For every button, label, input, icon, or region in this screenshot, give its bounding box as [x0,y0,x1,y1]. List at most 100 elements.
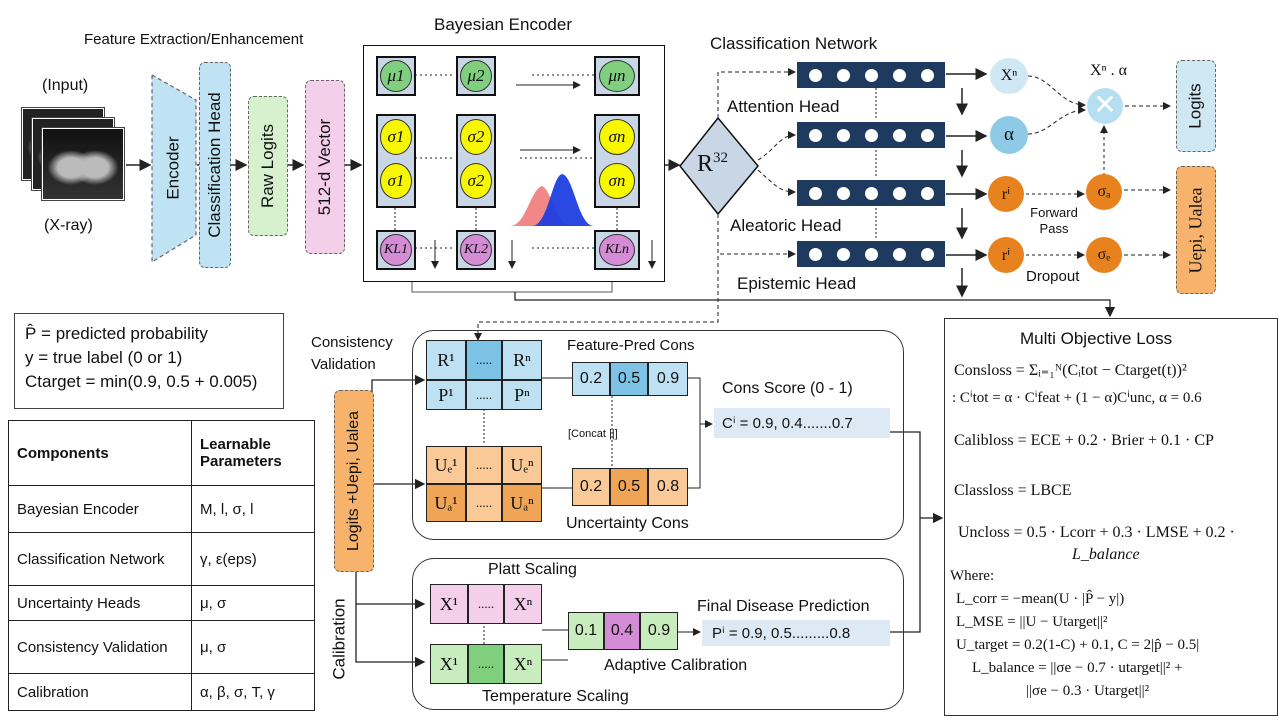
uncertainty-cons-label: Uncertainty Cons [566,515,689,532]
sigma-node: σ1 [380,163,412,199]
table-row: Bayesian Encoder M, l, σ, l [8,485,315,533]
multiply-node: ✕ [1087,88,1123,124]
loss-frame [944,318,1278,716]
grid-cell: Uₐ¹ [426,484,466,522]
legend-box: P̂ = predicted probability y = true labe… [14,313,284,409]
alpha-node: α [990,116,1028,154]
feature-pred-label: Feature-Pred Cons [567,337,695,354]
kl-node: KL1 [380,234,412,266]
aleatoric-head-label: Aleatoric Head [730,216,842,235]
loss-cons-sub: : Cⁱtot = α · Cⁱfeat + (1 − α)Cⁱunc, α =… [952,390,1202,406]
grid-cell: ..... [466,380,502,410]
table-row: Classification Network γ, ε(eps) [8,532,315,586]
sigma-a-node: σₐ [1086,174,1122,210]
sigma-node: σ2 [460,163,492,199]
table-row: Calibration α, β, σ, T, γ [8,673,315,711]
loss-where: Where: [950,568,995,584]
grid-cell: ..... [466,340,502,380]
uc-value-cell: 0.8 [648,468,688,506]
table-cell: α, β, σ, T, γ [191,673,315,711]
temp-cell: X¹ [430,644,468,684]
table-cell: μ, σ [191,620,315,674]
loss-where-line: ||σe − 0.3 · Utarget||² [1026,683,1150,699]
sigma-node: σn [599,119,635,155]
r32-sup: 32 [713,150,729,166]
uc-value-cell: 0.2 [572,468,610,506]
classification-head-block: Classification Head [199,62,231,268]
multiply-icon: ✕ [1093,90,1117,121]
logits-uncert-side-label: Logits +Uepi, Ualea [345,410,362,552]
encoder-label: Encoder [164,135,184,200]
temp-label: Temperature Scaling [482,688,629,705]
grid-cell: P¹ [426,380,466,410]
calibration-side-label: Calibration [330,598,350,680]
table-cell: Uncertainty Heads [8,585,192,621]
sigma-node: σ2 [460,119,492,155]
platt-label: Platt Scaling [488,561,577,578]
raw-logits-label: Raw Logits [258,123,278,209]
r32-base: R [697,151,714,177]
grid-cell: Uₑⁿ [502,446,542,484]
temp-cell: ..... [468,644,504,684]
epistemic-bar [797,241,945,267]
loss-unc-eq-cont: L_balance [1072,546,1140,563]
table-cell: Consistency Validation [8,620,192,674]
grid-cell: Rⁿ [502,340,542,380]
uncertainty-output: Uepi, Ualea [1176,166,1216,294]
cons-score-box: Cⁱ = 0.9, 0.4.......0.7 [714,408,890,438]
mu-node: μ2 [460,60,492,92]
mu-node: μn [599,60,635,92]
loss-where-line: L_balance = ||σe − 0.7 · utarget||² + [972,660,1183,676]
input-top-label: (Input) [42,77,89,94]
sigma-node: σn [599,163,635,199]
vector-block: 512-d Vector [305,80,345,254]
loss-class-eq: Classloss = LBCE [954,482,1072,499]
kl-node: KL2 [460,234,492,266]
vector-label: 512-d Vector [315,118,334,216]
table-cell: Calibration [8,673,192,711]
table-cell: μ, σ [191,585,315,621]
logits-output: Logits [1176,60,1216,152]
xn-node: Xⁿ [990,58,1028,94]
gaussian-blue [532,174,594,226]
table-cell: Classification Network [8,532,192,586]
attention-head-label: Attention Head [727,97,840,116]
bayesian-encoder-frame [363,45,665,282]
grid-cell: ..... [466,446,502,484]
xray-image-stack [21,107,132,210]
final-prediction-values: Pⁱ = 0.9, 0.5.........0.8 [712,625,851,642]
logits-output-label: Logits [1186,83,1205,129]
legend-line: P̂ = predicted probability [25,324,208,343]
temp-cell: Xⁿ [504,644,542,684]
table-cell: γ, ε(eps) [191,532,315,586]
r-aleatoric-node: rⁱ [988,176,1024,212]
loss-where-line: U_target = 0.2(1-C) + 0.1, C = 2|p̂ − 0.… [956,637,1200,653]
uc-value-cell: 0.5 [610,468,648,506]
consistency-title: Consistency Validation [311,334,393,373]
concat-label: [Concat ||] [568,428,618,440]
input-bottom-label: (X-ray) [44,217,93,234]
grid-cell: Uₐⁿ [502,484,542,522]
cons-score-label: Cons Score (0 - 1) [722,380,853,397]
fp-value-cell: 0.5 [610,362,648,396]
final-prediction-box: Pⁱ = 0.9, 0.5.........0.8 [702,620,890,646]
calib-value-cell: 0.9 [640,612,678,650]
loss-cons-eq: Consloss = Σᵢ₌₁ᴺ(Cᵢtot − Ctarget(t))² [954,362,1187,379]
fp-value-cell: 0.2 [572,362,610,396]
table-row: Uncertainty Heads μ, σ [8,585,315,621]
feature-stage-title: Feature Extraction/Enhancement [84,31,304,48]
mu-node: μ1 [380,60,412,92]
platt-cell: Xⁿ [504,584,542,624]
grid-cell: ..... [466,484,502,522]
table-cell: Bayesian Encoder [8,485,192,533]
loss-title: Multi Objective Loss [1020,329,1173,348]
logits-uncert-side: Logits +Uepi, Ualea [334,390,374,572]
fp-value-cell: 0.9 [648,362,688,396]
dropout-label: Dropout [1026,268,1080,285]
table-header-cell: Learnable Parameters [191,420,315,486]
xray-image [41,127,125,201]
legend-line: Ctarget = min(0.9, 0.5 + 0.005) [25,372,258,391]
sigma-node: σ1 [380,119,412,155]
bayes-stage-title: Bayesian Encoder [434,15,572,34]
